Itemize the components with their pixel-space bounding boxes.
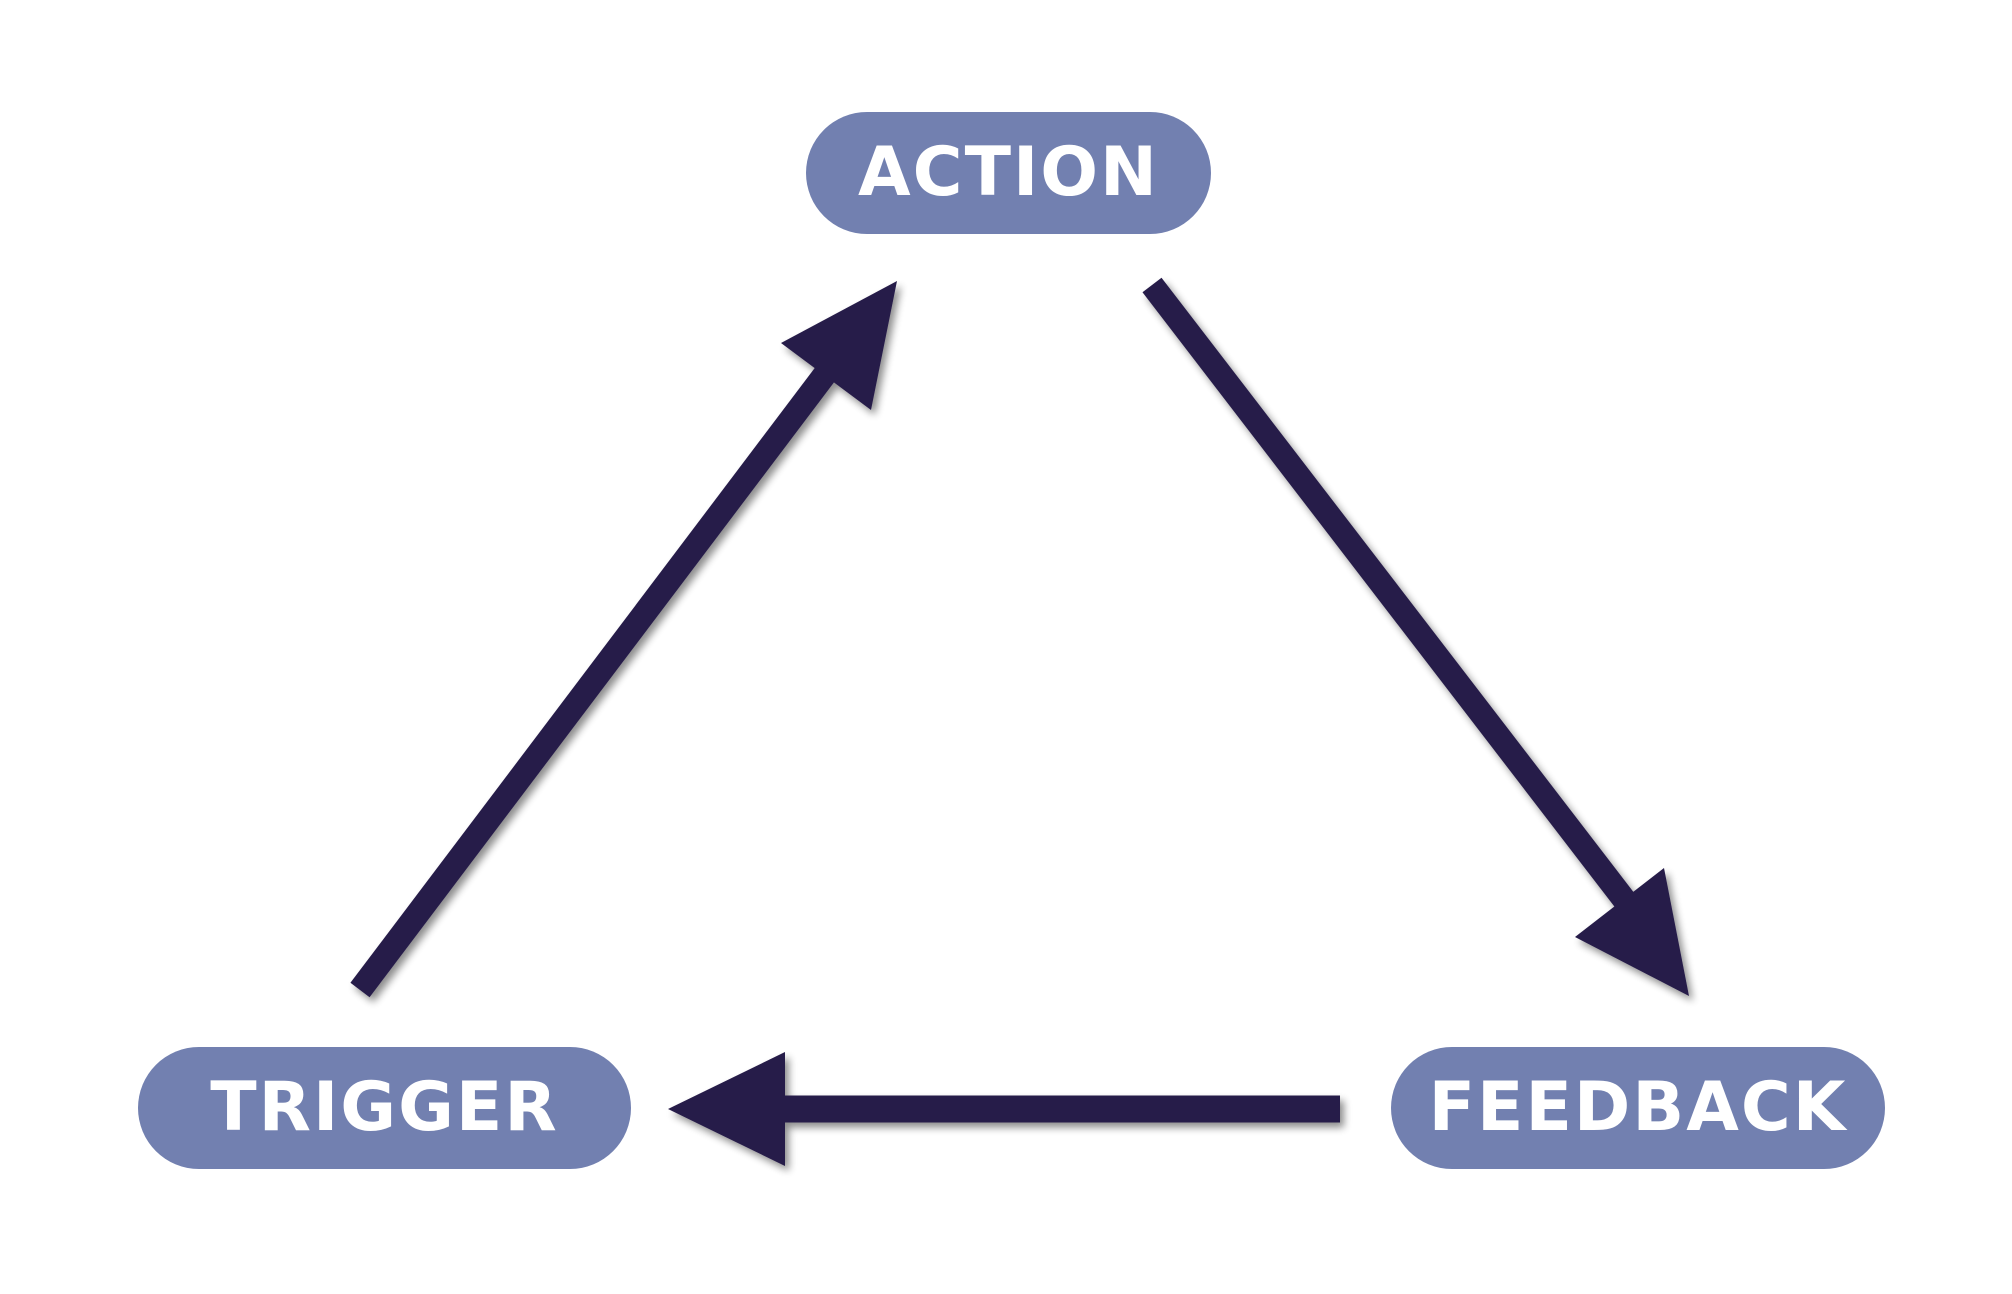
feedback-node: FEEDBACK — [1391, 1047, 1885, 1169]
feedback-label: FEEDBACK — [1428, 1068, 1848, 1147]
arrow-feedback-to-trigger — [668, 1052, 1340, 1166]
arrow-action-to-feedback — [1142, 277, 1689, 996]
arrow-trigger-to-action — [350, 281, 897, 998]
trigger-node: TRIGGER — [138, 1047, 631, 1169]
trigger-label: TRIGGER — [210, 1068, 559, 1147]
action-node: ACTION — [806, 112, 1211, 234]
action-label: ACTION — [858, 133, 1159, 212]
